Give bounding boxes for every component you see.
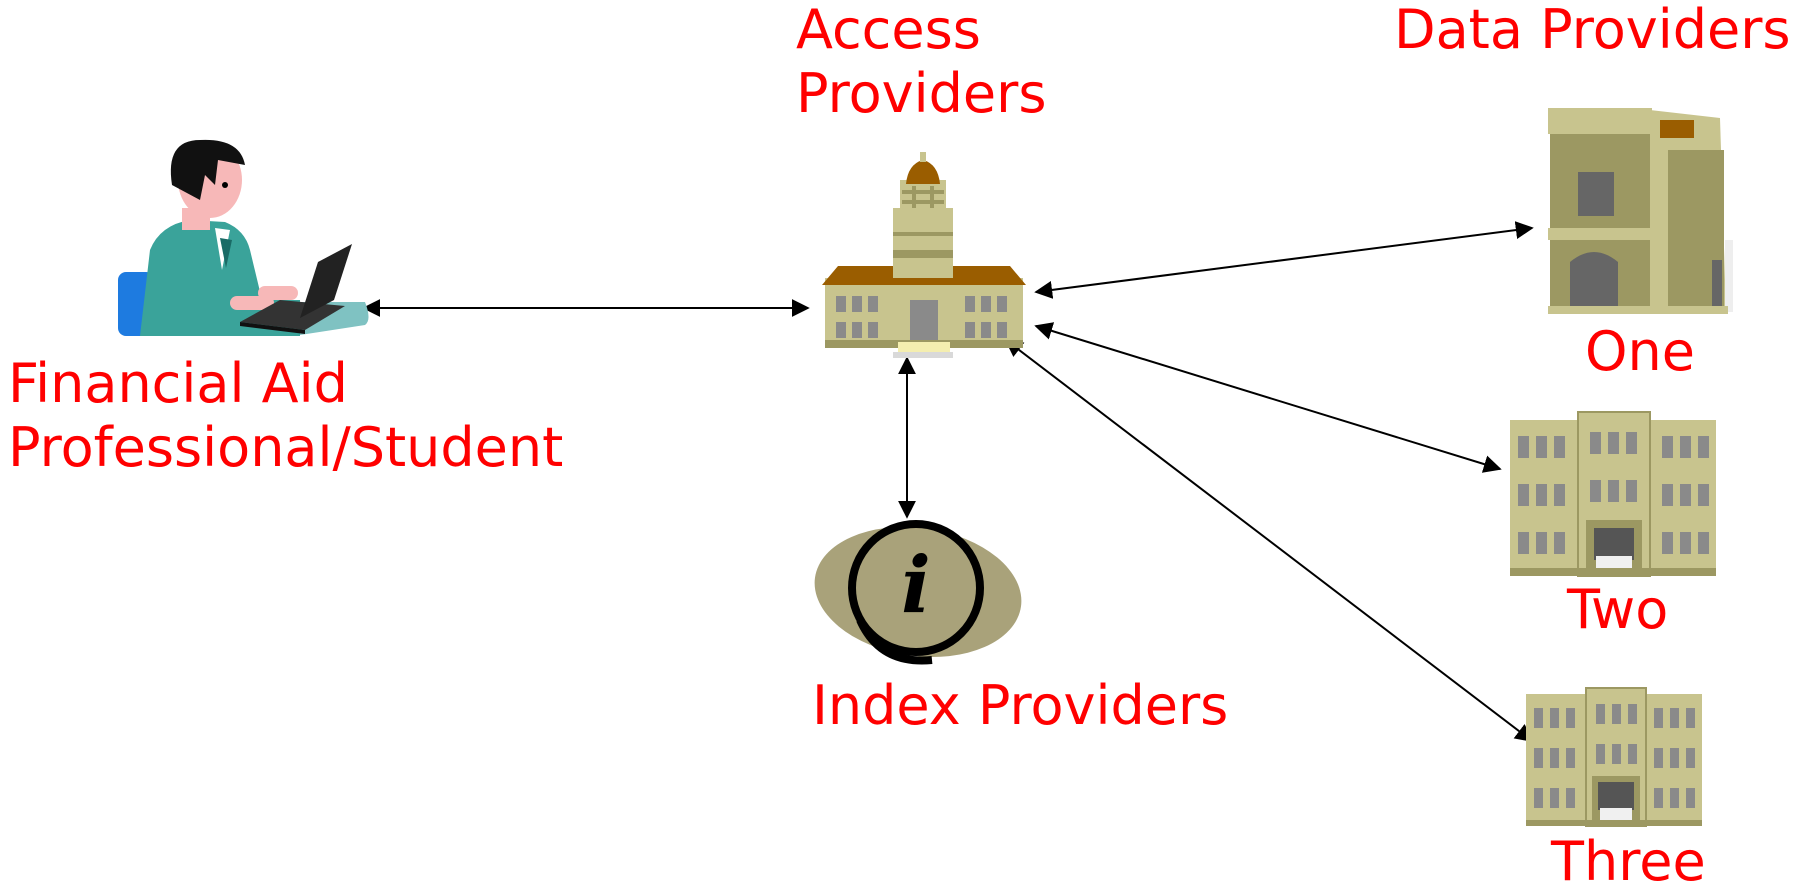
svg-text:i: i: [901, 540, 931, 631]
index-providers-label: Index Providers: [812, 674, 1229, 737]
arrow-access-three: [1004, 338, 1534, 743]
arrow-access-one: [1034, 221, 1534, 299]
user-label-line2: Professional/Student: [8, 416, 564, 479]
access-label-line1: Access: [796, 0, 981, 61]
access-label-line2: Providers: [796, 62, 1047, 125]
access-providers-label: Access Providers: [796, 0, 1046, 126]
data-provider-three-label: Three: [1551, 830, 1706, 893]
user-label-line1: Financial Aid: [8, 352, 348, 415]
data-provider-one-label: One: [1585, 320, 1695, 383]
data-providers-label: Data Providers: [1394, 0, 1791, 61]
data-provider-two-label: Two: [1567, 578, 1669, 641]
user-label: Financial Aid Professional/Student: [8, 352, 563, 480]
